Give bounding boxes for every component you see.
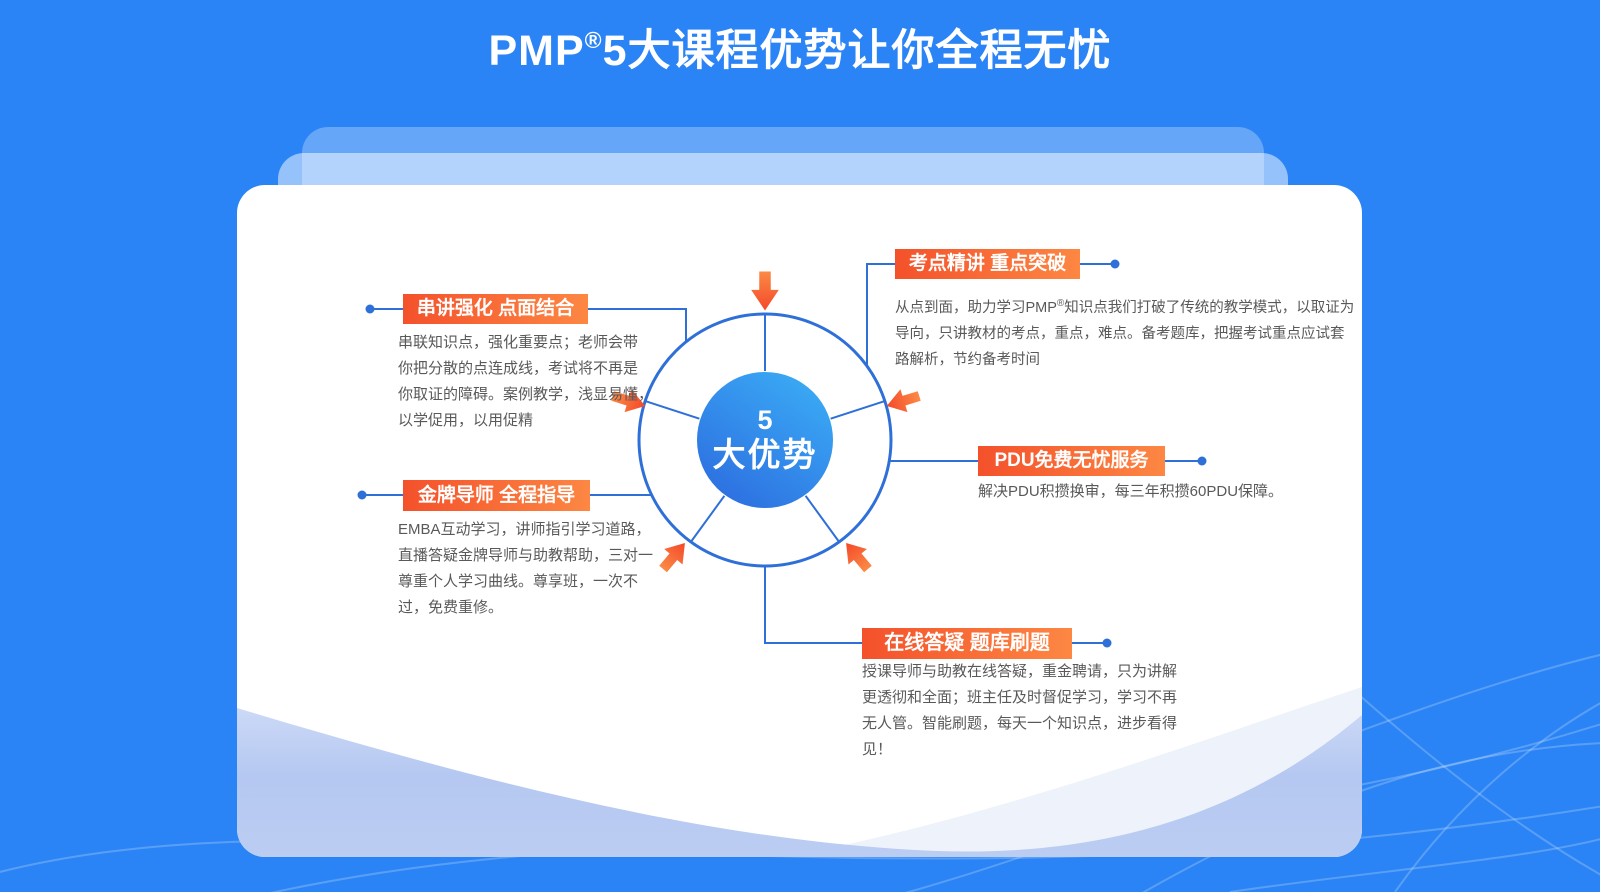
section-desc-pdu-service: 解决PDU积攒换审，每三年积攒60PDU保障。 [978,479,1283,505]
desc-line: 直播答疑金牌导师与助教帮助，三对一 [398,547,654,564]
card-bottom-waves [237,687,1362,857]
desc-text: 知识点我们打破了传统的教学模式，以取证为 [1064,300,1355,316]
desc-line: 见！ [862,741,893,758]
connector-bottom [764,567,1103,644]
connector-left-top [374,308,687,345]
desc-line: 以学促用，以用促精 [398,412,534,429]
center-hub: 5 大优势 [697,372,833,508]
desc-line: 你取证的障碍。案例教学，浅显易懂， [398,386,654,403]
desc-text: 从点到面，助力学习PMP [895,300,1057,316]
section-label-exam-points: 考点精讲 重点突破 [895,249,1080,279]
section-label-pdu-service: PDU免费无忧服务 [978,446,1165,476]
section-label-serial-review: 串讲强化 点面结合 [403,294,588,324]
desc-line: EMBA互动学习，讲师指引学习道路， [398,521,651,538]
connector-dot [365,304,375,314]
connector-dot [1110,259,1120,269]
hub-text: 大优势 [712,436,818,473]
desc-line: 授课导师与助教在线答疑，重金聘请，只为讲解 [862,663,1178,680]
connector-right-top [866,263,1111,365]
section-desc-serial-review: 串联知识点，强化重要点；老师会带 你把分散的点连成线，考试将不再是 你取证的障碍… [398,330,653,434]
connector-dot [1102,638,1112,648]
desc-line: 串联知识点，强化重要点；老师会带 [398,334,639,351]
arrow-down-icon [751,271,779,311]
section-desc-gold-mentor: EMBA互动学习，讲师指引学习道路， 直播答疑金牌导师与助教帮助，三对一 尊重个… [398,517,653,621]
desc-line: 解决PDU积攒换审，每三年积攒60PDU保障。 [978,483,1284,500]
section-desc-exam-points: 从点到面，助力学习PMP®知识点我们打破了传统的教学模式，以取证为 导向，只讲教… [895,291,1354,373]
desc-line: 无人管。智能刷题，每天一个知识点，进步看得 [862,715,1178,732]
desc-line: 路解析，节约备考时间 [895,352,1040,368]
section-label-online-qa: 在线答疑 题库刷题 [862,628,1072,659]
connector-dots [357,259,1207,648]
connector-lines [366,263,1198,644]
section-desc-online-qa: 授课导师与助教在线答疑，重金聘请，只为讲解 更透彻和全面；班主任及时督促学习，学… [862,659,1177,763]
title-text-post: 5大课程优势让你全程无忧 [602,27,1112,75]
periwinkle-wave [237,708,1362,857]
connector-dot [357,490,367,500]
connector-dot [1197,456,1207,466]
arrow-up-left-icon [836,535,878,577]
desc-line: 从点到面，助力学习PMP®知识点我们打破了传统的教学模式，以取证为 [895,291,1354,321]
registered-mark-icon: ® [1056,298,1065,309]
desc-line: 尊重个人学习曲线。尊享班，一次不 [398,573,639,590]
registered-mark-icon: ® [584,27,603,53]
desc-line: 导向，只讲教材的考点，重点，难点。备考题库，把握考试重点应试套 [895,326,1345,342]
desc-line: 你把分散的点连成线，考试将不再是 [398,360,639,377]
hub-number: 5 [757,405,773,435]
title-text-pre: PMP [488,27,585,75]
desc-line: 过，免费重修。 [398,599,504,616]
desc-line: 更透彻和全面；班主任及时督促学习，学习不再 [862,689,1178,706]
section-label-gold-mentor: 金牌导师 全程指导 [403,480,590,511]
wheel-spokes [644,314,886,543]
page-title: PMP®5大课程优势让你全程无忧 [0,16,1600,78]
